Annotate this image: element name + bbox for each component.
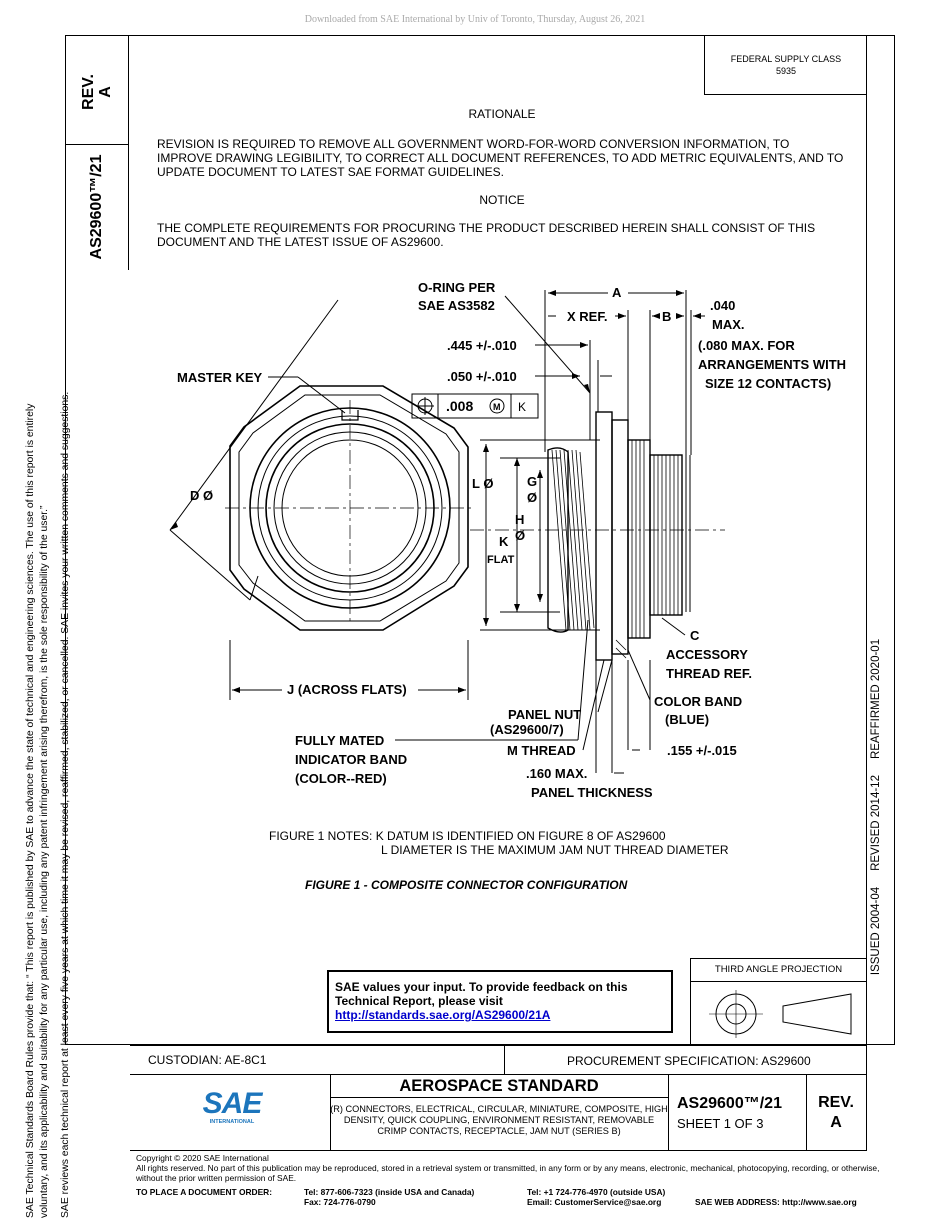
doc-number-vertical: AS29600™/21	[88, 154, 105, 260]
label-m-thread: M THREAD	[507, 743, 576, 758]
label-color-band-1: COLOR BAND	[654, 694, 742, 709]
download-notice: Downloaded from SAE International by Uni…	[304, 14, 646, 25]
label-h-dia: Ø	[515, 528, 525, 543]
custodian-band: CUSTODIAN: AE-8C1 PROCUREMENT SPECIFICAT…	[130, 1045, 866, 1075]
notice-body: THE COMPLETE REQUIREMENTS FOR PROCURING …	[157, 221, 816, 249]
fsc-line1: FEDERAL SUPPLY CLASS	[730, 54, 842, 64]
drawing-frame	[65, 35, 895, 1045]
label-accessory-1: ACCESSORY	[666, 647, 748, 662]
feedback-text: SAE values your input. To provide feedba…	[335, 980, 628, 1008]
label-155: .155 +/-.015	[667, 743, 737, 758]
label-x-ref: X REF.	[567, 309, 607, 324]
label-050: .050 +/-.010	[447, 369, 517, 384]
connector-drawing: O-RING PER SAE AS3582 A X REF. B .040 MA…	[169, 280, 846, 800]
projection-box: THIRD ANGLE PROJECTION	[690, 958, 866, 1045]
rights: All rights reserved. No part of this pub…	[136, 1163, 880, 1183]
custodian: CUSTODIAN: AE-8C1	[148, 1053, 267, 1067]
order-intl: Tel: +1 724-776-4970 (outside USA)Email:…	[527, 1187, 666, 1207]
label-oring-2: SAE AS3582	[418, 298, 495, 313]
label-panel-nut-1: PANEL NUT	[508, 707, 581, 722]
label-accessory-2: THREAD REF.	[666, 666, 752, 681]
label-160: .160 MAX.	[526, 766, 587, 781]
label-c: C	[690, 628, 700, 643]
title-block: SAE INTERNATIONAL AEROSPACE STANDARD (R)…	[130, 1075, 866, 1150]
rules-line-1: SAE Technical Standards Board Rules prov…	[25, 403, 36, 1218]
sae-rules-text: SAE Technical Standards Board Rules prov…	[24, 358, 76, 1218]
rationale-body: REVISION IS REQUIRED TO REMOVE ALL GOVER…	[157, 137, 844, 179]
label-d-dia: D Ø	[190, 488, 213, 503]
order-label: TO PLACE A DOCUMENT ORDER:	[136, 1187, 273, 1197]
doc-number-box: AS29600™/21	[65, 145, 129, 270]
doc-description: (R) CONNECTORS, ELECTRICAL, CIRCULAR, MI…	[330, 1104, 668, 1136]
history-strip	[866, 35, 895, 1045]
projection-symbol	[709, 990, 852, 1038]
issue-history: ISSUED 2004-04 REVISED 2014-12 REAFFIRME…	[870, 638, 882, 976]
rev-label: REV.	[80, 74, 97, 110]
label-panel-thickness: PANEL THICKNESS	[531, 785, 653, 800]
label-h: H	[515, 512, 524, 527]
sheet-number: SHEET 1 OF 3	[677, 1116, 764, 1131]
sae-logo: SAE INTERNATIONAL	[202, 1087, 263, 1126]
label-j-flats: J (ACROSS FLATS)	[287, 682, 407, 697]
figure-notes: FIGURE 1 NOTES: K DATUM IS IDENTIFIED ON…	[269, 829, 666, 843]
label-panel-nut-2: (AS29600/7)	[490, 722, 564, 737]
aerospace-standard: AEROSPACE STANDARD	[330, 1075, 668, 1098]
label-max: MAX.	[712, 317, 745, 332]
label-080-3: SIZE 12 CONTACTS)	[705, 376, 831, 391]
order-us: Tel: 877-606-7323 (inside USA and Canada…	[304, 1187, 475, 1207]
label-a: A	[612, 285, 622, 300]
procurement-spec: PROCUREMENT SPECIFICATION: AS29600	[567, 1054, 811, 1068]
label-g-dia: Ø	[527, 490, 537, 505]
feedback-box: SAE values your input. To provide feedba…	[327, 970, 673, 1033]
federal-supply-box: FEDERAL SUPPLY CLASS 5935	[704, 35, 867, 95]
note-2: L DIAMETER IS THE MAXIMUM JAM NUT THREAD…	[381, 843, 729, 857]
rules-line-3: SAE reviews each technical report at lea…	[60, 391, 71, 1218]
label-g: G	[527, 474, 537, 489]
copyright: Copyright © 2020 SAE International	[136, 1153, 269, 1163]
label-080-2: ARRANGEMENTS WITH	[698, 357, 846, 372]
web-address: SAE WEB ADDRESS: http://www.sae.org	[695, 1197, 857, 1207]
label-master-key: MASTER KEY	[177, 370, 263, 385]
label-040: .040	[710, 298, 735, 313]
label-l-dia: L Ø	[472, 476, 493, 491]
footer: Copyright © 2020 SAE International All r…	[136, 1153, 896, 1183]
feedback-link[interactable]: http://standards.sae.org/AS29600/21A	[335, 1008, 551, 1022]
label-tol-datum: K	[518, 400, 526, 414]
label-color-band-2: (BLUE)	[665, 712, 709, 727]
title-doc-number: AS29600™/21	[677, 1095, 782, 1112]
label-fully-mated-3: (COLOR--RED)	[295, 771, 387, 786]
label-flat: FLAT	[487, 554, 515, 566]
figure-caption: FIGURE 1 - COMPOSITE CONNECTOR CONFIGURA…	[305, 878, 628, 892]
notes-lead: FIGURE 1 NOTES:	[269, 829, 373, 843]
rationale-heading: RATIONALE	[468, 107, 536, 121]
hex-body-outline	[229, 385, 469, 631]
panel-nut	[595, 411, 613, 661]
label-080-1: (.080 MAX. FOR	[698, 338, 795, 353]
label-fully-mated-1: FULLY MATED	[295, 733, 384, 748]
rules-line-2: voluntary, and its applicability and sui…	[39, 505, 50, 1218]
fsc-line2: 5935	[775, 66, 797, 76]
label-fully-mated-2: INDICATOR BAND	[295, 752, 407, 767]
label-k: K	[499, 534, 509, 549]
label-oring-1: O-RING PER	[418, 280, 496, 295]
label-tol-mod: M	[493, 402, 501, 412]
notice-heading: NOTICE	[479, 193, 525, 207]
label-tol-value: .008	[446, 398, 473, 414]
title-rev: REV.A	[818, 1094, 854, 1131]
rev-letter: A	[97, 86, 114, 98]
projection-label: THIRD ANGLE PROJECTION	[691, 959, 866, 982]
rev-box: REV. A	[65, 35, 129, 145]
note-1: K DATUM IS IDENTIFIED ON FIGURE 8 OF AS2…	[375, 829, 666, 843]
label-b: B	[662, 309, 671, 324]
label-445: .445 +/-.010	[447, 338, 517, 353]
